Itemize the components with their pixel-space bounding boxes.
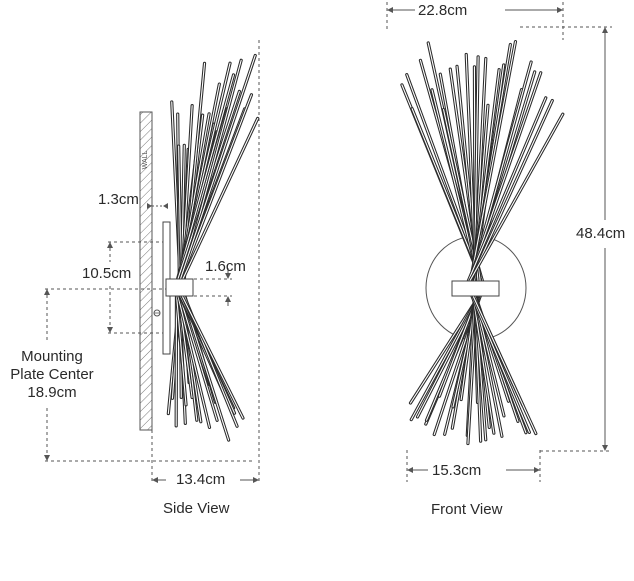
front-band xyxy=(452,281,499,296)
mounting-line-1: Mounting xyxy=(0,348,104,366)
dim-plate-height-label: 10.5cm xyxy=(82,265,131,283)
dim-bottom-width-label: 15.3cm xyxy=(432,462,481,480)
front-rod-bundle xyxy=(402,42,563,444)
wall: WALL xyxy=(140,112,152,430)
dim-band-height-label: 1.6cm xyxy=(205,258,246,276)
mounting-plate-center-label: Mounting Plate Center 18.9cm xyxy=(0,348,104,402)
front-view-title: Front View xyxy=(431,501,502,519)
wall-label: WALL xyxy=(142,150,149,169)
dim-depth-label: 13.4cm xyxy=(176,471,225,489)
dim-wall-offset-label: 1.3cm xyxy=(98,191,139,209)
side-view-title: Side View xyxy=(163,500,229,518)
dim-top-width-label: 22.8cm xyxy=(418,2,467,20)
dim-height-label: 48.4cm xyxy=(576,225,625,243)
mounting-value: 18.9cm xyxy=(0,384,104,402)
side-rod-bundle xyxy=(168,55,257,440)
side-band xyxy=(166,279,193,296)
mounting-line-2: Plate Center xyxy=(0,366,104,384)
